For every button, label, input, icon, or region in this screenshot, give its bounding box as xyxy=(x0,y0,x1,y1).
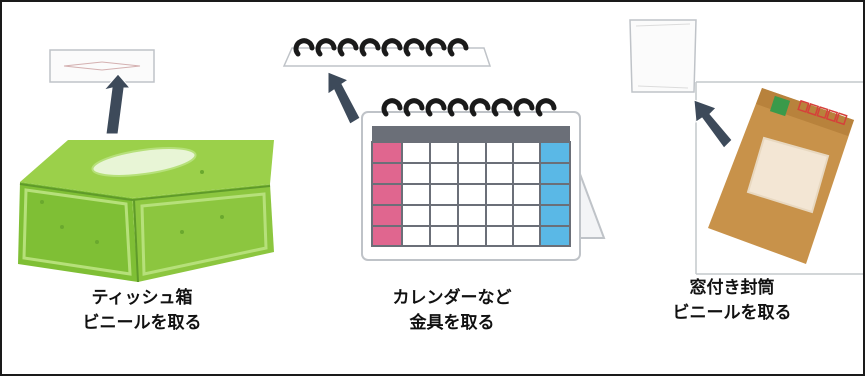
tissue-vinyl-film-icon xyxy=(49,49,155,83)
calendar-icon xyxy=(361,98,606,261)
envelope-caption-line2: ビニールを取る xyxy=(672,303,792,323)
envelope-window-film-icon xyxy=(629,19,697,93)
calendar-caption-line1: カレンダーなど xyxy=(392,288,512,308)
tissue-box-icon xyxy=(18,140,274,283)
tissue-caption: ティッシュ箱 ビニールを取る xyxy=(42,286,242,336)
envelope-arrow-icon xyxy=(693,99,733,149)
calendar-arrow-icon xyxy=(327,71,361,125)
envelope-caption-line1: 窓付き封筒 xyxy=(689,278,775,298)
calendar-caption: カレンダーなど 金具を取る xyxy=(357,286,547,336)
envelope-caption: 窓付き封筒 ビニールを取る xyxy=(642,276,822,326)
tissue-arrow-icon xyxy=(102,73,132,135)
tissue-caption-line1: ティッシュ箱 xyxy=(91,288,193,308)
envelope-icon xyxy=(708,88,854,264)
tissue-caption-line2: ビニールを取る xyxy=(82,313,202,333)
calendar-caption-line2: 金具を取る xyxy=(409,313,495,333)
calendar-rings-detached-icon xyxy=(282,38,492,67)
